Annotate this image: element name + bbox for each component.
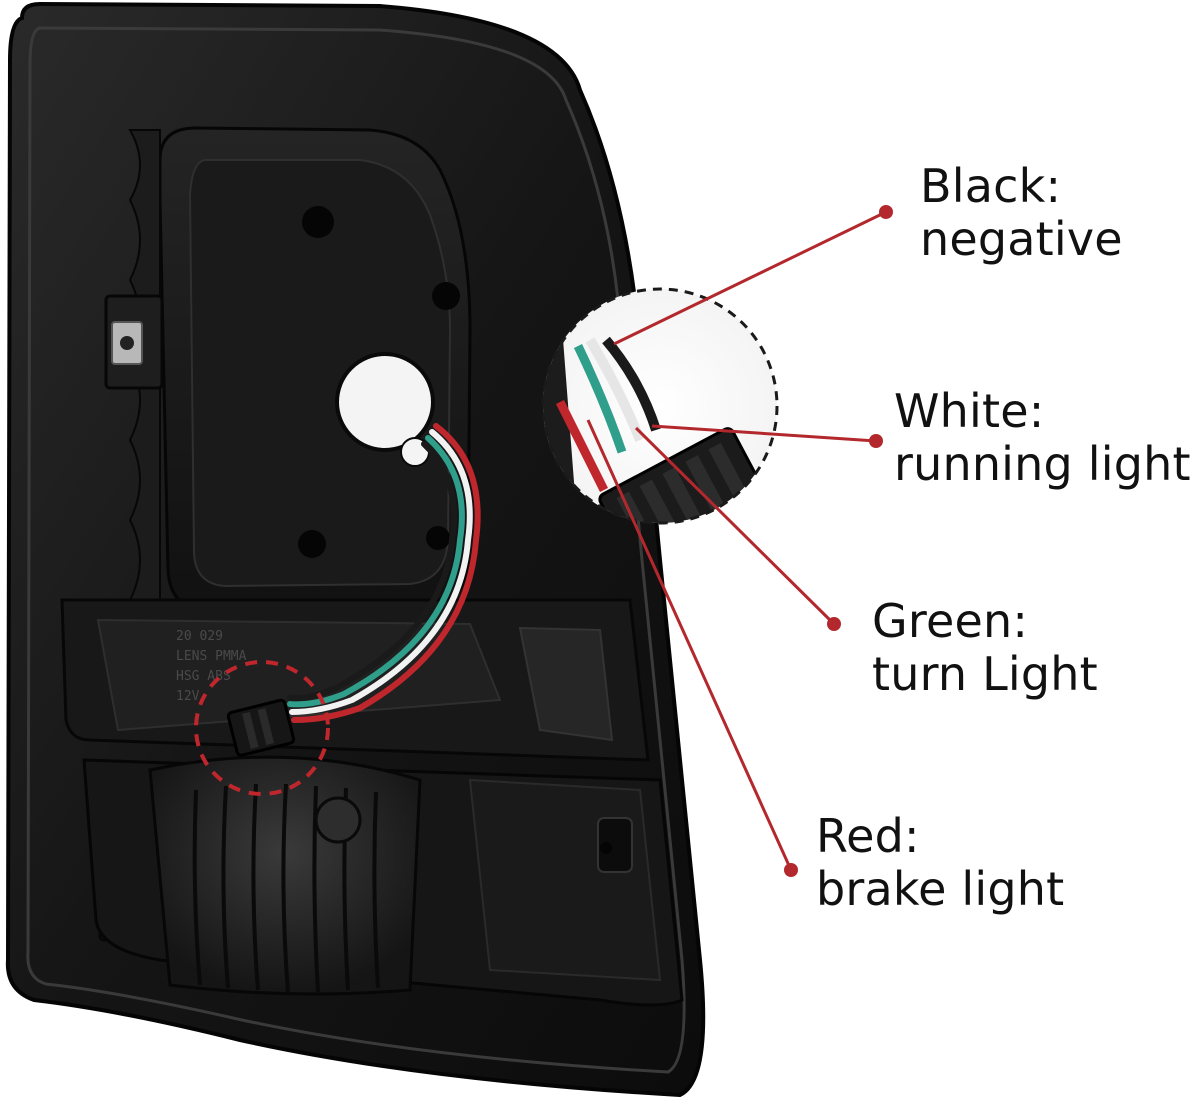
leader-dot-white	[869, 434, 883, 448]
label-black-title: Black:	[920, 159, 1062, 213]
housing-rim	[26, 26, 686, 1074]
zoom-wire-green	[573, 344, 627, 454]
label-red: Red: brake light	[816, 809, 1065, 917]
label-green: Green: turn Light	[872, 594, 1098, 702]
inline-connector	[226, 698, 296, 757]
mount-hole	[298, 530, 326, 558]
label-white-title: White:	[894, 384, 1045, 438]
wire-white	[289, 429, 473, 715]
zoom-callout-circle	[541, 287, 779, 525]
leader-line-white	[651, 424, 877, 443]
lens-marking: LENS PMMA	[176, 649, 247, 664]
leader-line-black	[613, 210, 887, 346]
leader-dot-red	[784, 863, 798, 877]
leader-line-red	[586, 419, 793, 871]
wire-green	[287, 435, 465, 708]
label-red-title: Red:	[816, 809, 920, 863]
bulb-socket	[335, 352, 435, 452]
middle-reflector	[96, 618, 502, 732]
mount-hole	[426, 526, 450, 550]
label-green-title: Green:	[872, 594, 1029, 648]
leader-dot-green	[827, 617, 841, 631]
wire-red	[291, 423, 481, 723]
upper-lamp-face	[188, 159, 452, 588]
leader-dot-black	[879, 205, 893, 219]
label-green-function: turn Light	[872, 647, 1098, 702]
lower-bulb-socket	[314, 796, 362, 844]
leader-lines	[586, 205, 893, 877]
label-white: White: running light	[894, 384, 1191, 492]
connector-callout-circle	[194, 660, 330, 796]
lens-marking: HSG ABS	[176, 669, 231, 684]
label-black-function: negative	[920, 212, 1123, 267]
lens-marking: 20 029	[176, 629, 223, 644]
label-white-function: running light	[894, 437, 1191, 492]
label-red-function: brake light	[816, 862, 1065, 917]
mount-hole	[432, 282, 460, 310]
lens-marking: 12V	[176, 689, 200, 704]
zoom-wire-black	[602, 336, 661, 432]
label-black: Black: negative	[920, 159, 1123, 267]
leader-line-green	[634, 426, 836, 626]
mount-hole	[302, 206, 334, 238]
zoom-wire-red	[555, 399, 609, 493]
